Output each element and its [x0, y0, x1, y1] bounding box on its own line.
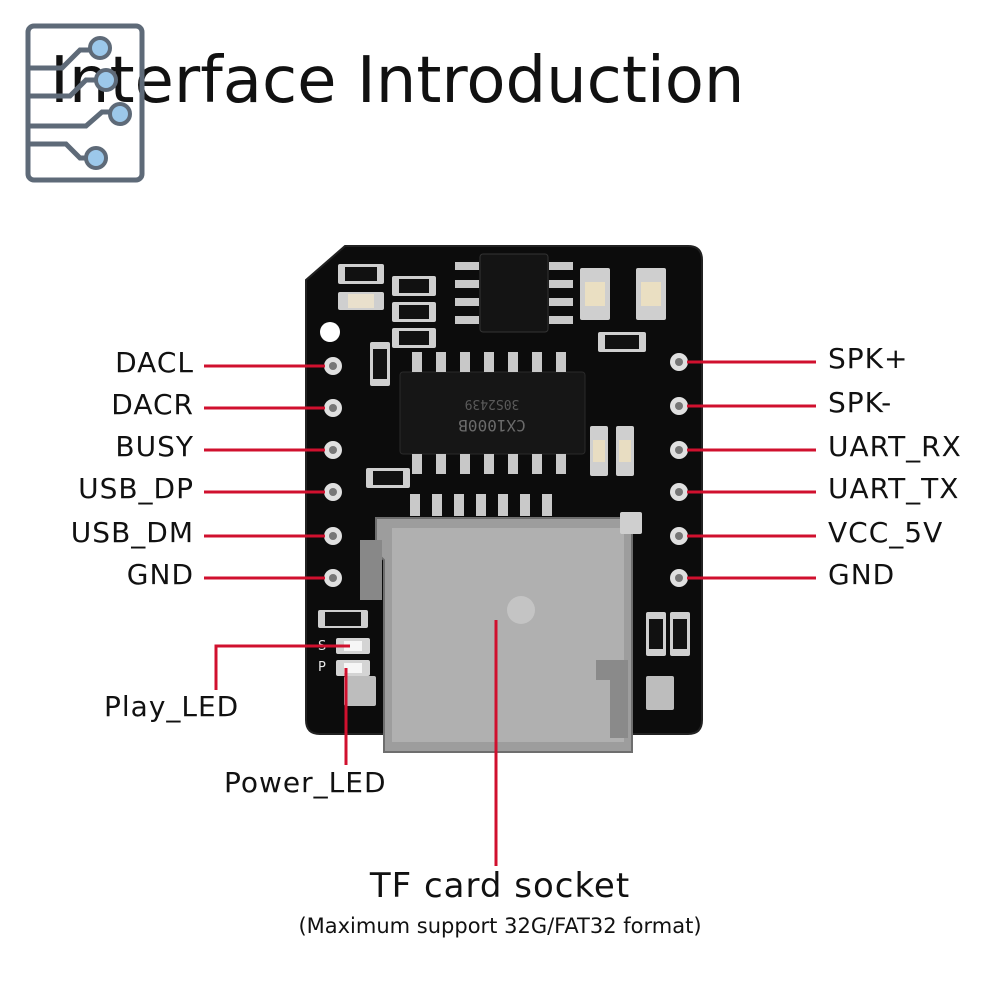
pin-label-dacr: DACR	[111, 388, 194, 421]
pin-label-usb-dm: USB_DM	[70, 516, 194, 549]
tf-socket-note: (Maximum support 32G/FAT32 format)	[298, 914, 702, 938]
flash-chip	[455, 253, 573, 333]
power-led-label: Power_LED	[224, 766, 387, 799]
pin-label-busy: BUSY	[115, 430, 194, 463]
chip-marking-1: CX1000B	[458, 416, 525, 435]
pin-label-spk-plus: SPK+	[828, 342, 909, 375]
circuit-board-icon	[25, 23, 145, 183]
pin-label-gnd-right: GND	[828, 558, 896, 591]
smd-components	[318, 264, 690, 656]
main-chip: CX1000B 30S2439	[399, 352, 586, 474]
play-led-label: Play_LED	[104, 690, 240, 723]
pin-label-uart-rx: UART_RX	[828, 430, 962, 463]
pin-label-usb-dp: USB_DP	[78, 472, 194, 505]
pin-label-gnd-left: GND	[126, 558, 194, 591]
pin-label-uart-tx: UART_TX	[828, 472, 960, 505]
page-title: Interface Introduction	[50, 44, 745, 118]
tf-card-socket	[360, 512, 642, 753]
header-pads	[410, 494, 552, 516]
chip-marking-2: 30S2439	[465, 396, 520, 411]
leader-lines	[204, 360, 816, 866]
led-pads	[336, 638, 674, 710]
pin-label-spk-minus: SPK-	[828, 386, 893, 419]
silk-p: P	[318, 660, 326, 675]
pin-label-vcc-5v: VCC_5V	[828, 516, 944, 549]
pin-label-dacl: DACL	[115, 346, 194, 379]
tf-socket-label: TF card socket	[369, 866, 631, 906]
